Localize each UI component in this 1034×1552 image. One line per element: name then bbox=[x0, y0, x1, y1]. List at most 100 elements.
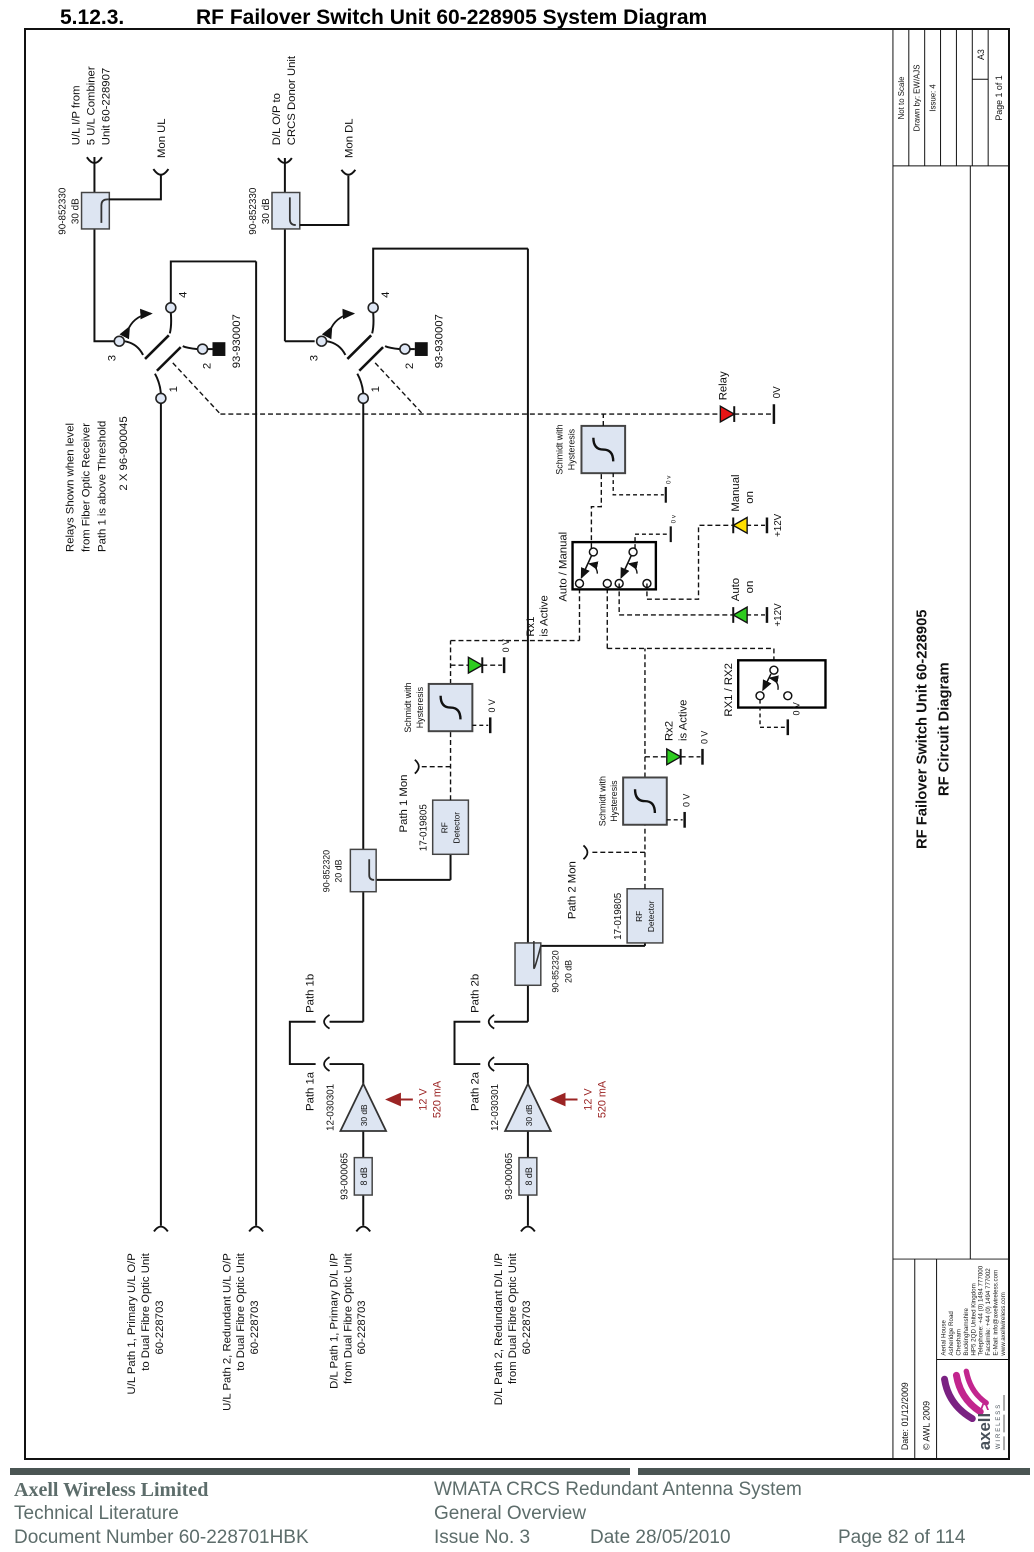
switch-port-2 bbox=[196, 343, 209, 355]
output-labels: U/L Path 1, Primary U/L O/P to Dual Fibr… bbox=[126, 1252, 533, 1411]
hysteresis-icon bbox=[633, 789, 657, 813]
rf-wires bbox=[153, 247, 646, 1233]
green-led-icon bbox=[666, 747, 683, 766]
copyright: © AWL 2009 bbox=[922, 1401, 932, 1450]
svg-text:D/L Path 1, Primary D/L I/P: D/L Path 1, Primary D/L I/P bbox=[328, 1253, 340, 1389]
svg-text:0V: 0V bbox=[772, 386, 783, 398]
section-heading: 5.12.3.RF Failover Switch Unit 60-228905… bbox=[60, 6, 707, 30]
svg-text:Hysteresis: Hysteresis bbox=[567, 428, 577, 470]
rotary-arrow-icon bbox=[119, 308, 153, 340]
switch-port-4 bbox=[165, 302, 177, 314]
svg-text:8 dB: 8 dB bbox=[359, 1167, 369, 1185]
terminator-icon bbox=[414, 342, 428, 356]
path2-mon-connector-icon bbox=[582, 844, 589, 860]
svg-text:D/L O/P to: D/L O/P to bbox=[271, 93, 283, 145]
svg-text:to Dual Fibre Optic Unit: to Dual Fibre Optic Unit bbox=[235, 1252, 247, 1370]
yellow-led-icon bbox=[731, 516, 748, 535]
relay-part-number: 2 X 96-900045 bbox=[118, 416, 130, 490]
switch-port-3 bbox=[113, 335, 125, 347]
relay-label: Relay bbox=[717, 371, 729, 400]
path-2a-label: Path 2a bbox=[469, 1071, 481, 1111]
svg-text:90-852320: 90-852320 bbox=[321, 850, 331, 892]
detector1-logic-wires bbox=[449, 640, 503, 801]
svg-text:RF Circuit Diagram: RF Circuit Diagram bbox=[936, 662, 952, 796]
switch-port-3 bbox=[315, 335, 328, 347]
rx1-label: Rx1 bbox=[525, 617, 537, 637]
coupler-30db-ul: 90-852330 30 dB bbox=[58, 187, 111, 235]
svg-text:90-852330: 90-852330 bbox=[248, 187, 259, 235]
footer-bar-right bbox=[638, 1468, 1030, 1475]
ul-main-wire bbox=[93, 157, 116, 343]
svg-text:Auto: Auto bbox=[730, 578, 742, 601]
schmidt-path2: Schmidt with Hysteresis 0 V bbox=[597, 776, 692, 828]
mon-ul-label: Mon UL bbox=[156, 118, 168, 158]
green-led-icon bbox=[467, 656, 484, 675]
svg-text:Buckinghamshire: Buckinghamshire bbox=[963, 1308, 970, 1356]
svg-text:90-852330: 90-852330 bbox=[58, 187, 69, 235]
svg-text:axell: axell bbox=[975, 1413, 994, 1450]
dl-output-connector-icon bbox=[277, 157, 293, 164]
terminator-icon bbox=[212, 342, 226, 356]
mon-ul-connector-icon bbox=[152, 168, 170, 176]
hysteresis-icon bbox=[592, 437, 615, 462]
footer-issue: Issue No. 3 bbox=[434, 1527, 531, 1548]
svg-text:8 dB: 8 dB bbox=[524, 1167, 534, 1185]
switch-port-4 bbox=[367, 302, 379, 314]
footer-date: Date 28/05/2010 bbox=[590, 1527, 731, 1548]
svg-text:3: 3 bbox=[309, 355, 321, 361]
svg-text:20 dB: 20 dB bbox=[564, 960, 574, 983]
svg-text:Not to Scale: Not to Scale bbox=[897, 76, 906, 119]
svg-text:Drawn by: EW/AJS: Drawn by: EW/AJS bbox=[913, 65, 922, 132]
am-to-schmidt-wire bbox=[590, 473, 603, 549]
mon-dl-wire bbox=[299, 175, 350, 226]
svg-text:Unit 60-228907: Unit 60-228907 bbox=[100, 68, 112, 145]
svg-text:U/L I/P from: U/L I/P from bbox=[71, 85, 83, 145]
svg-text:0 V: 0 V bbox=[792, 702, 802, 715]
svg-text:+12V: +12V bbox=[773, 603, 784, 627]
svg-text:Relays Shown when level: Relays Shown when level bbox=[65, 423, 77, 552]
svg-text:RF: RF bbox=[440, 822, 450, 833]
relay-led: Relay 0V bbox=[717, 371, 783, 424]
green-led-icon bbox=[731, 605, 748, 625]
rx2-label: Rx2 bbox=[664, 721, 676, 741]
rx2-led: 0 V bbox=[666, 731, 709, 766]
mon-dl-connector-icon bbox=[340, 169, 357, 176]
footer-doc-number: Document Number 60-228701HBK bbox=[14, 1527, 309, 1548]
hysteresis-icon bbox=[439, 695, 462, 720]
svg-text:Path 1 is above Threshold: Path 1 is above Threshold bbox=[96, 421, 108, 552]
section-number: 5.12.3. bbox=[60, 6, 125, 29]
title-block: RF Failover Switch Unit 60-228905 RF Cir… bbox=[892, 30, 1008, 1458]
drawing-date: Date: 01/12/2009 bbox=[900, 1382, 910, 1450]
attenuator-8db bbox=[518, 1156, 538, 1196]
svg-text:RF: RF bbox=[634, 911, 644, 922]
svg-text:60-228703: 60-228703 bbox=[356, 1300, 368, 1354]
svg-text:4: 4 bbox=[380, 292, 392, 298]
svg-text:93-000065: 93-000065 bbox=[339, 1152, 350, 1200]
svg-text:17-019805: 17-019805 bbox=[419, 804, 430, 852]
auto-manual-box: Auto / Manual bbox=[558, 532, 658, 602]
svg-text:17-019805: 17-019805 bbox=[613, 892, 624, 940]
auto-led-wire bbox=[618, 583, 734, 616]
svg-text:12-030301: 12-030301 bbox=[325, 1083, 336, 1131]
svg-text:60-228703: 60-228703 bbox=[521, 1300, 533, 1354]
drawing-frame: Relays Shown when level from Fiber Optic… bbox=[24, 28, 1010, 1460]
svg-text:20 dB: 20 dB bbox=[333, 859, 343, 882]
rf-detector-path2: RF Detector 17-019805 bbox=[613, 888, 664, 944]
switch-control-link bbox=[374, 362, 424, 415]
rotated-sheet: Relays Shown when level from Fiber Optic… bbox=[26, 30, 1008, 1458]
svg-text:Telephone: +44 (0) 1494 777000: Telephone: +44 (0) 1494 777000 bbox=[978, 1265, 985, 1355]
svg-text:4: 4 bbox=[178, 292, 190, 298]
footer-overview: General Overview bbox=[434, 1503, 587, 1524]
footer-company: Axell Wireless Limited bbox=[14, 1479, 209, 1501]
svg-text:60-228703: 60-228703 bbox=[249, 1300, 261, 1354]
transfer-switch-dl: 3 4 1 2 93-930007 bbox=[309, 292, 446, 415]
switch-part-number: 93-930007 bbox=[434, 314, 446, 368]
svg-text:90-852320: 90-852320 bbox=[551, 950, 561, 992]
red-led-icon bbox=[719, 405, 736, 424]
coupler-30db-dl: 90-852330 30 dB bbox=[248, 187, 301, 235]
svg-text:30 dB: 30 dB bbox=[524, 1104, 534, 1126]
svg-text:Hysteresis: Hysteresis bbox=[415, 686, 425, 728]
path1-mon-label: Path 1 Mon bbox=[398, 775, 410, 833]
svg-text:to Dual Fibre Optic Unit: to Dual Fibre Optic Unit bbox=[140, 1252, 152, 1370]
svg-text:30 dB: 30 dB bbox=[71, 198, 82, 224]
